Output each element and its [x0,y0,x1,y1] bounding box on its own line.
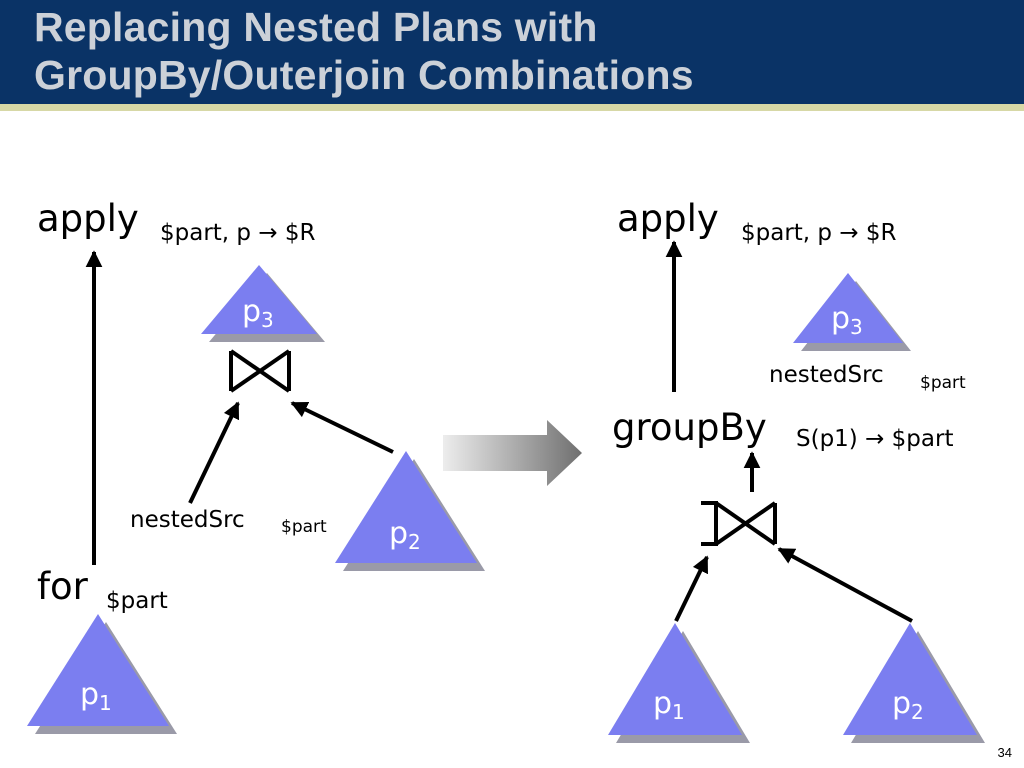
title-bar [0,0,1024,104]
right-p1-triangle [608,623,750,743]
left-apply-label: apply [37,197,139,240]
left-nested-subscript: $part [281,517,327,537]
right-p2-triangle [843,623,985,743]
right-p2-to-join-arrow [777,547,913,623]
left-for-label: for [37,565,88,608]
slide-title-line-1: Replacing Nested Plans with [34,4,598,50]
left-nested-to-join-arrow [188,401,240,504]
left-for-annotation: $part [106,588,168,614]
left-p2-to-join-arrow [290,401,394,454]
left-p3-triangle [201,265,325,342]
right-groupby-annotation: S(p1) → $part [796,426,954,452]
right-outerjoin-icon [701,501,777,546]
slide-title-line-2: GroupBy/Outerjoin Combinations [34,52,694,98]
left-p1-triangle [27,614,177,734]
left-p3-label: p3 [242,294,274,332]
right-p3-triangle [793,273,911,351]
right-p3-label: p3 [831,301,863,339]
right-p1-label: p1 [653,686,685,724]
right-nested-subscript: $part [920,373,966,393]
left-nested-label: nestedSrc [130,507,245,533]
right-p1-to-join-arrow [674,555,709,622]
right-apply-label: apply [617,197,719,240]
right-apply-annotation: $part, p → $R [741,220,897,246]
right-nested-label: nestedSrc [769,362,884,388]
left-join-icon [229,349,291,393]
left-apply-annotation: $part, p → $R [160,220,316,246]
left-p2-label: p2 [389,516,421,554]
left-p1-label: p1 [80,677,112,715]
right-groupby-label: groupBy [612,406,767,449]
transform-arrow [443,420,582,486]
left-p2-triangle [335,451,485,571]
right-p2-label: p2 [892,686,924,724]
page-number: 34 [997,745,1012,760]
title-divider [0,104,1024,111]
